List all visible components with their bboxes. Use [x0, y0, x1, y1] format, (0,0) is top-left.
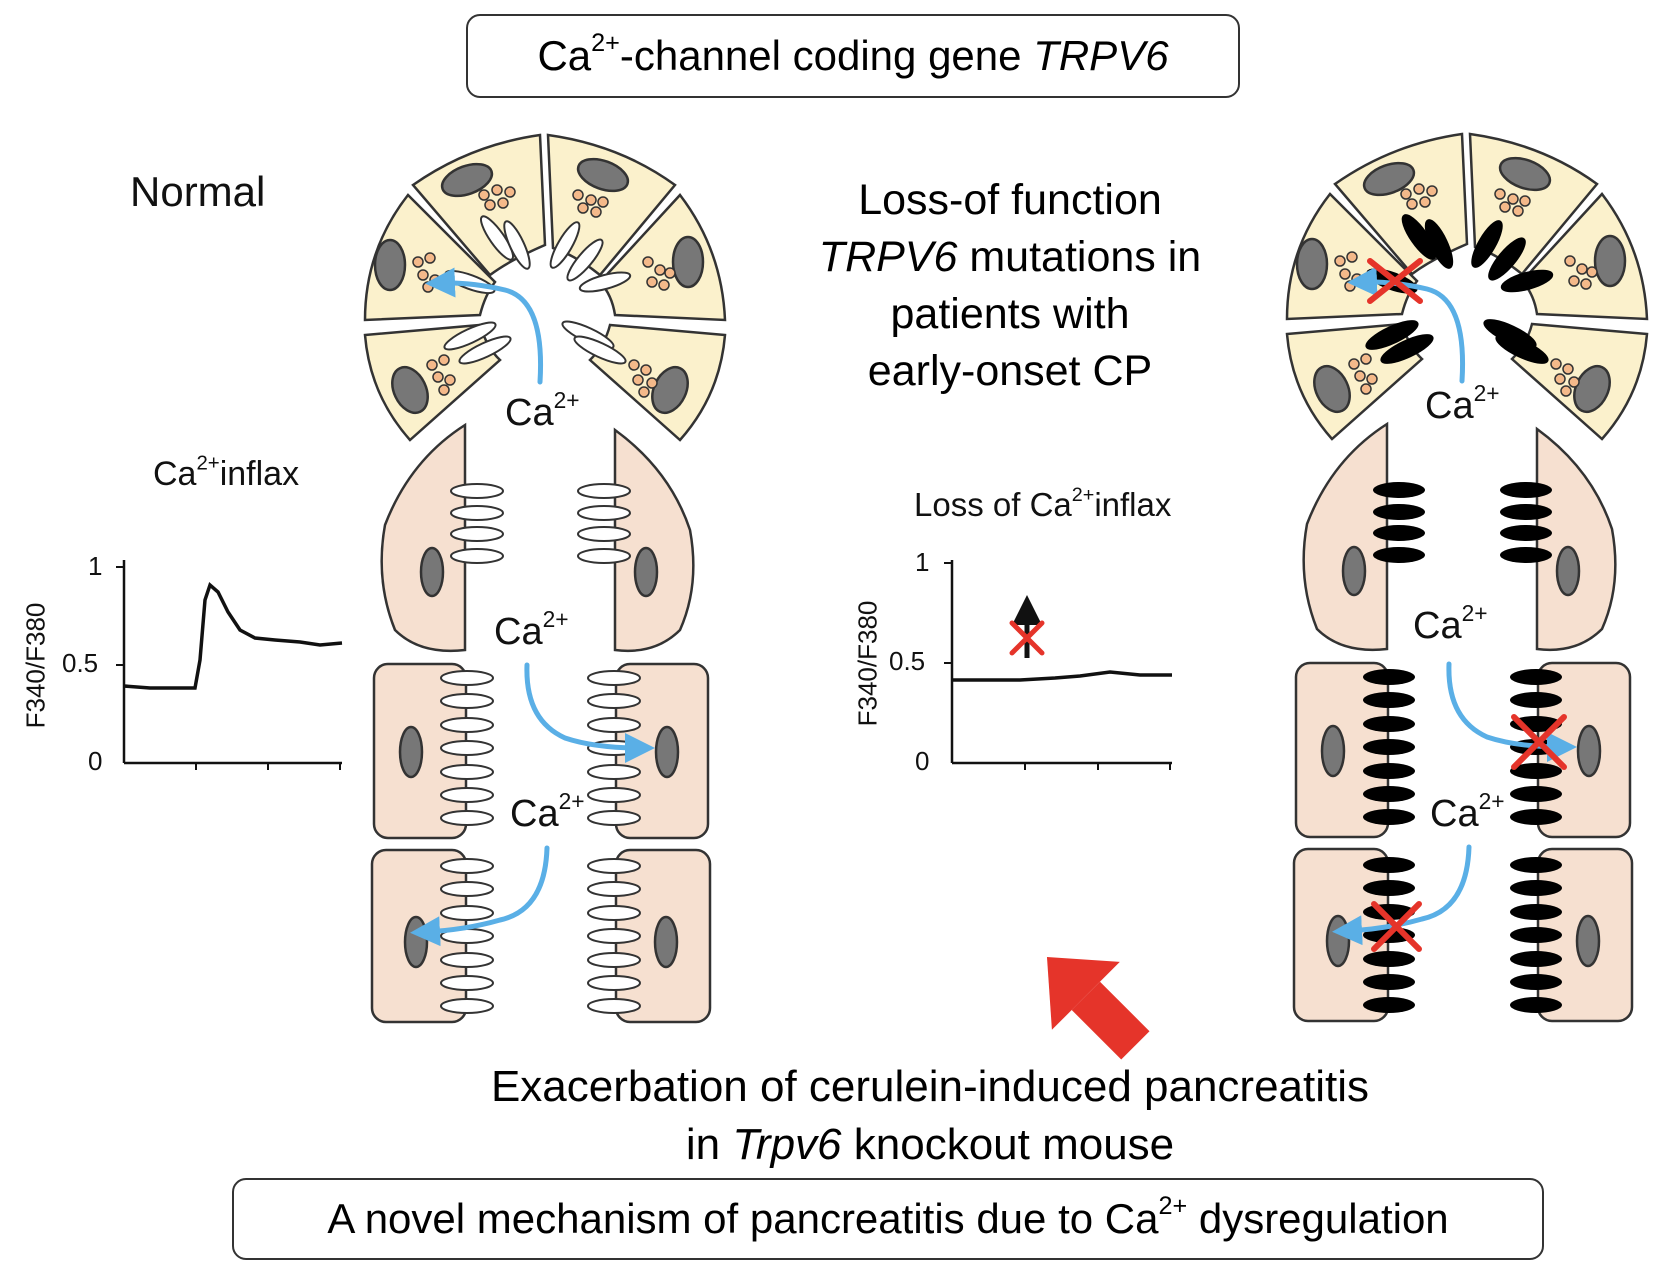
mutation-text: Loss-of function TRPV6 mutations in pati…	[790, 172, 1230, 400]
normal-label: Normal	[130, 168, 266, 215]
normal-acinar-nuclei	[373, 157, 705, 415]
mutation-line4: early-onset CP	[867, 347, 1153, 395]
title-middle: -channel coding gene	[619, 32, 1034, 79]
mutant-ca-label-acinar: Ca2+	[1425, 382, 1500, 428]
title-text: Ca2+-channel coding gene TRPV6	[537, 29, 1169, 80]
normal-trace	[123, 581, 343, 690]
normal-ca-arrows	[410, 267, 655, 947]
mutant-centroacinar-cells	[1302, 421, 1617, 651]
ca-sup: 2+	[553, 386, 580, 413]
mutation-line2-rest: mutations in	[957, 233, 1202, 281]
title-box: Ca2+-channel coding gene TRPV6	[466, 14, 1240, 98]
exacerbation-line2-pre: in	[685, 1120, 733, 1169]
bottom-pre: A novel mechanism of pancreatitis due to…	[327, 1195, 1159, 1242]
normal-ca-label-duct2: Ca2+	[510, 790, 585, 836]
exacerbation-line2-post: knockout mouse	[841, 1120, 1175, 1169]
graph-title-sup: 2+	[196, 452, 220, 475]
ca-base: Ca	[1430, 793, 1479, 835]
mutant-block-crosses	[1367, 258, 1567, 952]
graph-title-prefix: Loss of Ca	[914, 486, 1072, 523]
mutant-ca-arrow-acinar	[1347, 266, 1466, 384]
bottom-post: dysregulation	[1187, 1195, 1449, 1242]
graph-title-sup: 2+	[1071, 484, 1095, 507]
bottom-box: A novel mechanism of pancreatitis due to…	[232, 1178, 1544, 1260]
normal-cluster	[363, 133, 727, 1024]
normal-centroacinar-nuclei	[419, 546, 659, 598]
cross-icon	[1511, 714, 1567, 770]
mutant-duct-channels	[1363, 482, 1562, 1013]
graph-title-rest: inflax	[1094, 486, 1172, 523]
ca-base: Ca	[510, 793, 559, 835]
cross-icon	[1367, 258, 1423, 304]
normal-graph-ytick-1: 1	[88, 551, 103, 581]
loss-graph-ytick-1: 1	[915, 547, 930, 577]
ca-base: Ca	[1413, 605, 1462, 647]
loss-cross-icon	[1009, 620, 1045, 656]
loss-graph-title: Loss of Ca2+inflax	[914, 484, 1172, 524]
ca-sup: 2+	[558, 787, 585, 814]
normal-graph-ytick-05: 0.5	[62, 648, 99, 678]
normal-ca-arrow-acinar	[425, 267, 544, 385]
mutant-acinar-nuclei	[1295, 156, 1627, 414]
exacerbation-line2: in Trpv6 knockout mouse	[420, 1116, 1440, 1174]
mutation-line2: TRPV6 mutations in	[790, 229, 1230, 286]
exacerbation-text: Exacerbation of cerulein-induced pancrea…	[420, 1058, 1440, 1174]
title-gene: TRPV6	[1033, 32, 1169, 79]
graph-title-rest: inflax	[219, 455, 300, 493]
ca-sup: 2+	[1478, 787, 1505, 814]
normal-ca-arrow-duct-left	[410, 845, 550, 947]
title-ca-sup: 2+	[591, 29, 620, 58]
exacerbation-line1: Exacerbation of cerulein-induced pancrea…	[490, 1062, 1370, 1111]
graph-title-base: Ca	[153, 455, 197, 493]
ca-base: Ca	[505, 392, 554, 434]
loss-graph-ytick-05: 0.5	[889, 646, 926, 676]
loss-graph	[944, 560, 1172, 770]
loss-graph-ylabel: F340/F380	[852, 600, 883, 727]
normal-ca-label-duct1: Ca2+	[494, 608, 569, 654]
bottom-box-text: A novel mechanism of pancreatitis due to…	[327, 1192, 1449, 1243]
ca-sup: 2+	[1473, 379, 1500, 406]
normal-centroacinar-cells	[380, 422, 695, 652]
mutant-ca-label-duct1: Ca2+	[1413, 602, 1488, 648]
bottom-sup: 2+	[1158, 1192, 1188, 1221]
mutation-line1: Loss-of function	[858, 176, 1162, 224]
normal-graph-title: Ca2+inflax	[153, 452, 300, 494]
loss-trace	[952, 670, 1172, 682]
mutant-centroacinar-nuclei	[1341, 545, 1581, 597]
normal-graph	[116, 560, 343, 770]
loss-graph-ytick-0: 0	[915, 746, 930, 776]
big-red-arrow-icon	[1046, 956, 1150, 1060]
normal-ca-arrow-duct-right	[524, 662, 655, 763]
mutation-gene: TRPV6	[818, 233, 958, 281]
mutant-cluster	[1285, 132, 1649, 1023]
normal-graph-ylabel: F340/F380	[20, 602, 51, 729]
mutant-ca-arrow-duct-left	[1332, 844, 1472, 946]
mutant-ca-label-duct2: Ca2+	[1430, 790, 1505, 836]
cross-icon	[1371, 901, 1422, 952]
exacerbation-gene: Trpv6	[732, 1120, 842, 1169]
ca-base: Ca	[1425, 385, 1474, 427]
mutation-line3: patients with	[890, 290, 1130, 338]
ca-sup: 2+	[542, 605, 569, 632]
normal-ca-label-acinar: Ca2+	[505, 389, 580, 435]
ca-base: Ca	[494, 611, 543, 653]
title-ca: Ca	[537, 32, 592, 79]
normal-graph-ytick-0: 0	[88, 746, 103, 776]
ca-sup: 2+	[1461, 599, 1488, 626]
